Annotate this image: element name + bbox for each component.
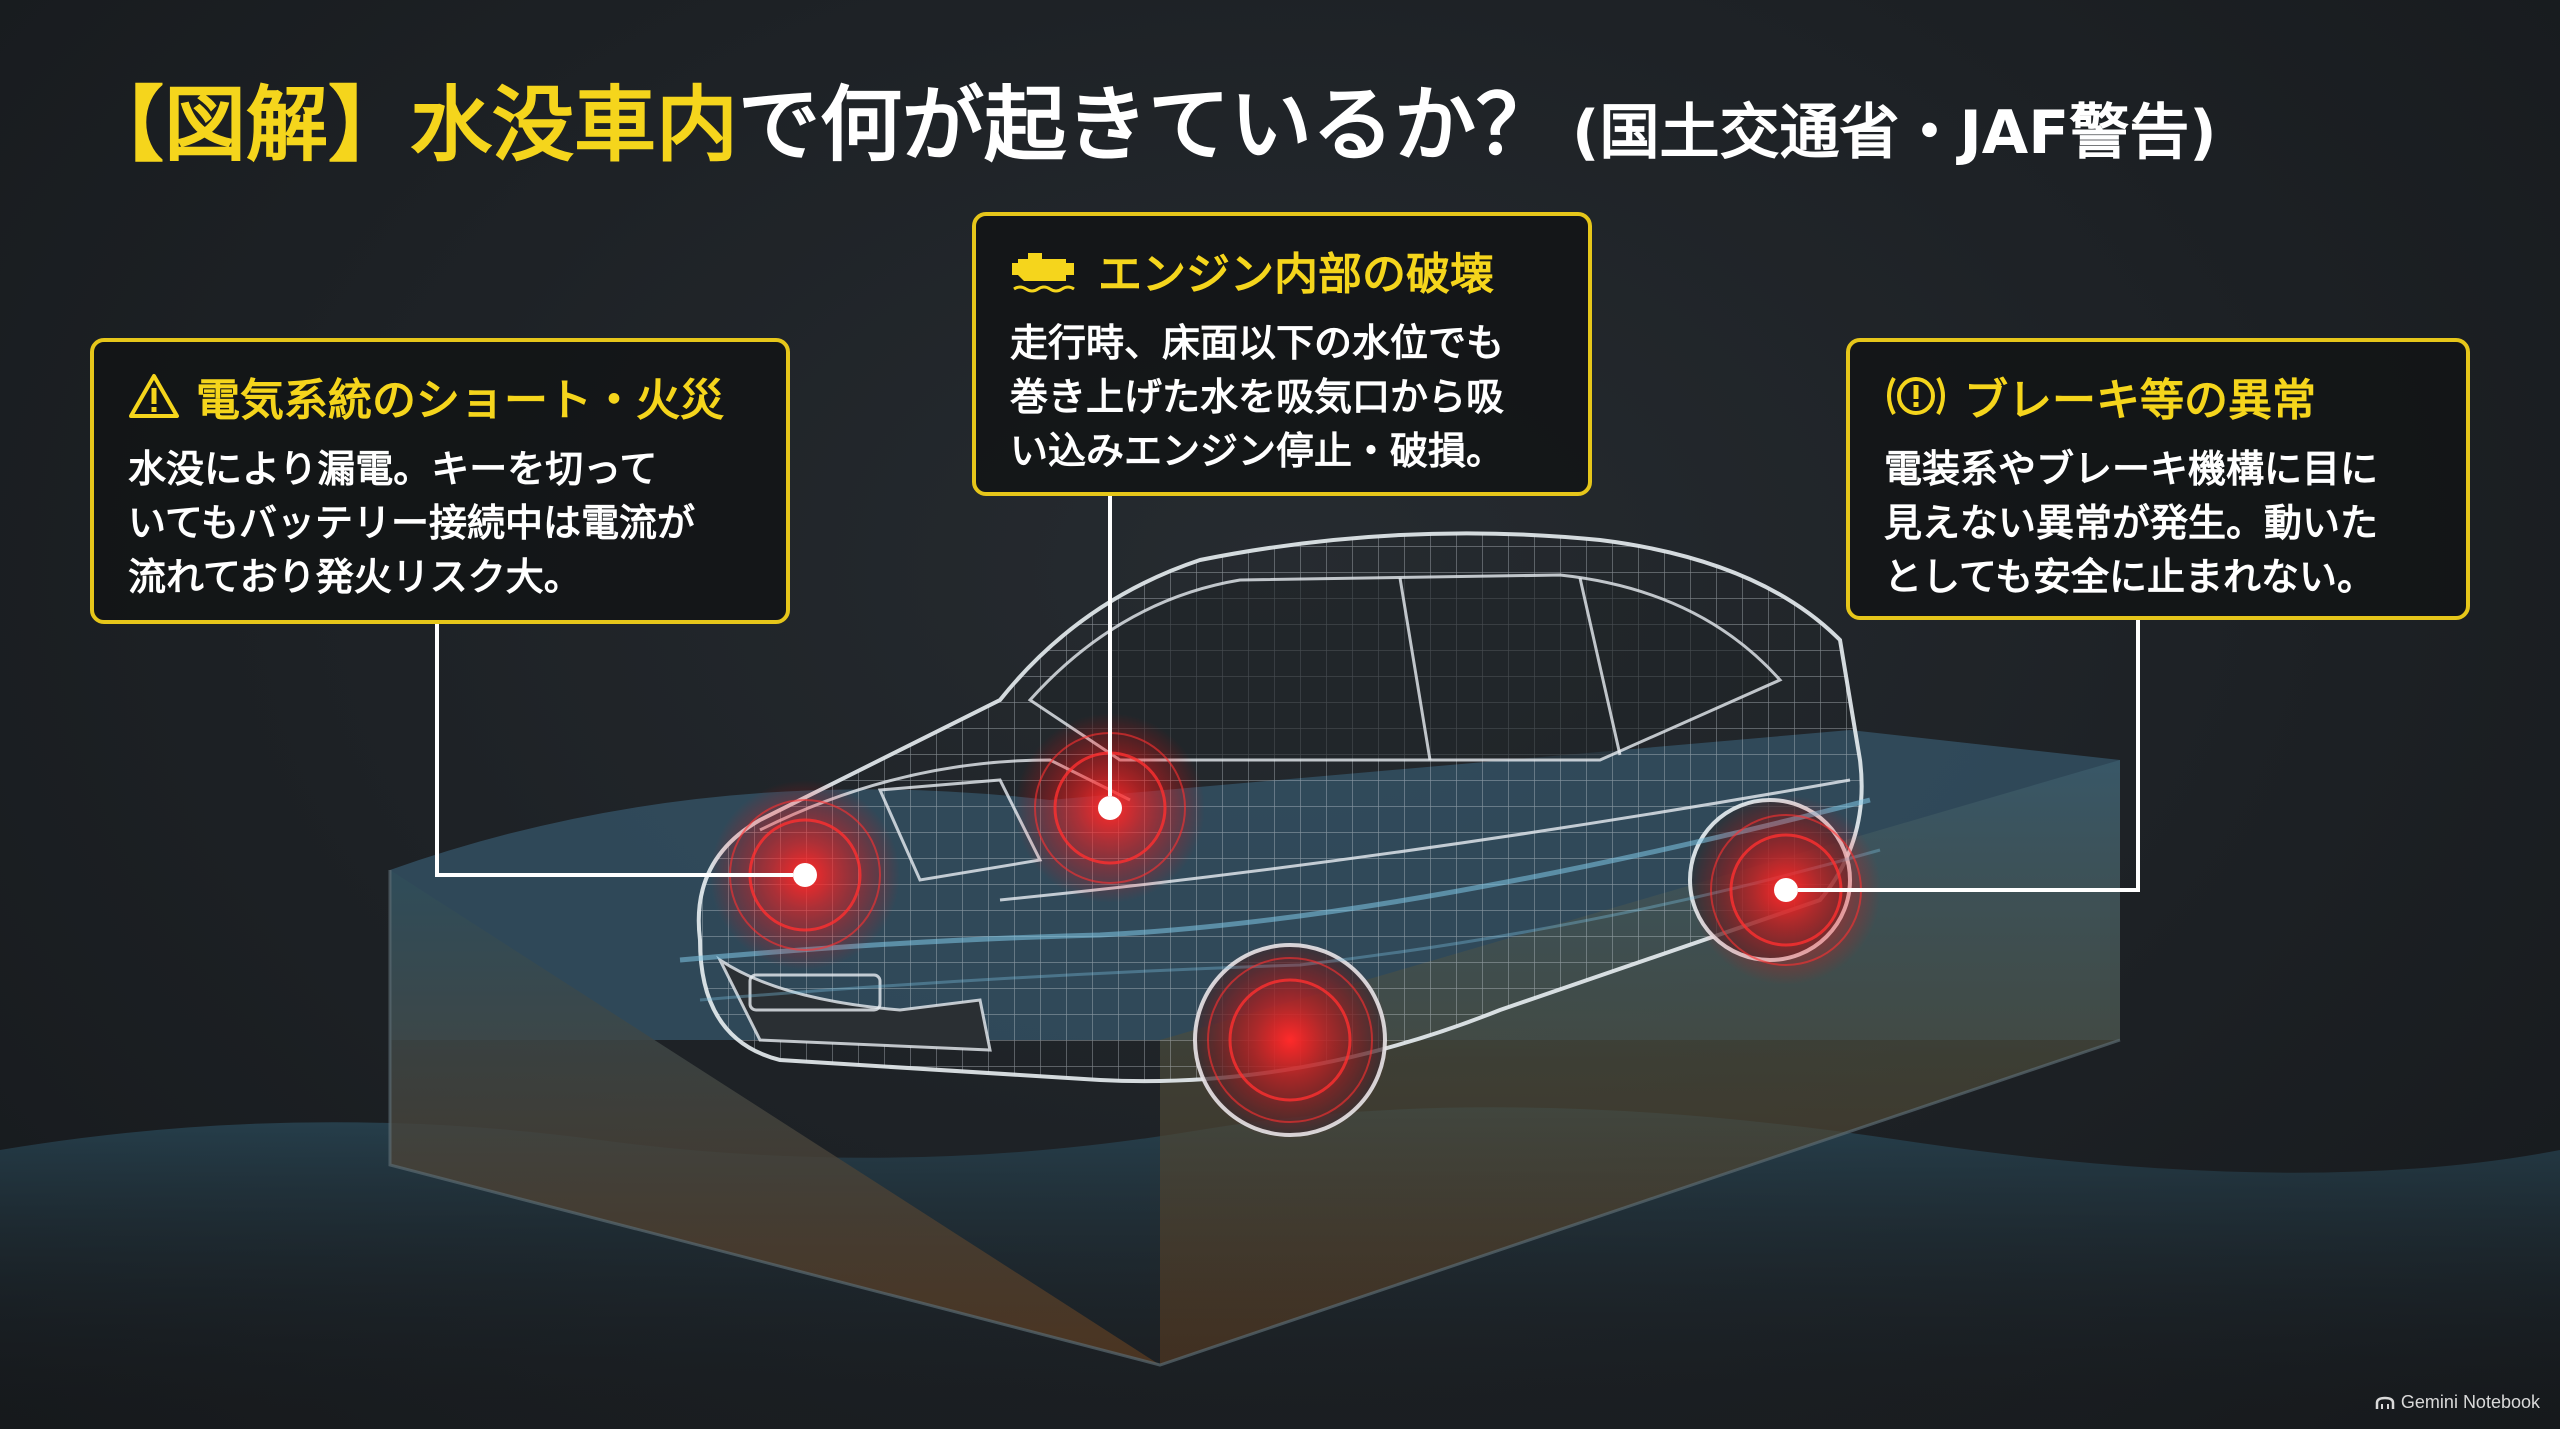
callout-brake-body: 電装系やブレーキ機構に目に 見えない異常が発生。動いた としても安全に止まれない… <box>1884 442 2432 604</box>
callout-electrical-heading: 電気系統のショート・火災 <box>196 375 724 426</box>
callout-engine-header: エンジン内部の破壊 <box>1010 238 1554 302</box>
callout-electrical-line: 流れており発火リスク大。 <box>128 555 582 599</box>
callout-electrical-line: いてもバッテリー接続中は電流が <box>128 501 695 545</box>
callout-electrical-header: 電気系統のショート・火災 <box>128 364 752 428</box>
callout-engine-line: 巻き上げた水を吸気口から吸 <box>1010 375 1505 419</box>
leader-line-left <box>435 624 793 877</box>
callout-electrical-line: 水没により漏電。キーを切って <box>128 447 658 491</box>
water-block-side <box>1160 760 2120 1365</box>
callout-electrical: 電気系統のショート・火災 水没により漏電。キーを切って いてもバッテリー接続中は… <box>90 338 790 624</box>
leader-line-right <box>1798 620 2140 892</box>
watermark-text: Gemini Notebook <box>2400 1392 2540 1412</box>
title-part-2: で何が起きているか？ <box>738 78 1559 173</box>
hotspot-front-wheel <box>1190 940 1390 1140</box>
callout-brake-heading: ブレーキ等の異常 <box>1964 375 2316 426</box>
callout-engine-line: 走行時、床面以下の水位でも <box>1010 321 1505 365</box>
engine-icon <box>1012 253 1075 293</box>
hotspot-engine <box>1015 713 1205 903</box>
notebook-logo-icon <box>2375 1396 2395 1409</box>
page-title: 【図解】水没車内 で何が起きているか？ (国土交通省・JAF警告) <box>82 58 2502 198</box>
callout-brake: ブレーキ等の異常 電装系やブレーキ機構に目に 見えない異常が発生。動いた として… <box>1846 338 2470 620</box>
water-block-front <box>390 870 1160 1365</box>
callout-brake-line: としても安全に止まれない。 <box>1884 555 2375 599</box>
brake-warning-icon <box>1887 377 1945 415</box>
callout-electrical-body: 水没により漏電。キーを切って いてもバッテリー接続中は電流が 流れており発火リス… <box>128 442 752 604</box>
warning-triangle-icon <box>129 374 179 418</box>
callout-engine-heading: エンジン内部の破壊 <box>1098 249 1494 300</box>
callout-brake-line: 電装系やブレーキ機構に目に <box>1884 447 2379 491</box>
title-part-3: (国土交通省・JAF警告) <box>1572 98 2217 168</box>
title-part-1: 【図解】水没車内 <box>82 78 739 173</box>
watermark: Gemini Notebook <box>2375 1392 2540 1413</box>
callout-brake-line: 見えない異常が発生。動いた <box>1884 501 2379 545</box>
callout-engine: エンジン内部の破壊 走行時、床面以下の水位でも 巻き上げた水を吸気口から吸 い込… <box>972 212 1592 496</box>
callout-engine-line: い込みエンジン停止・破損。 <box>1010 429 1505 473</box>
callout-brake-header: ブレーキ等の異常 <box>1884 364 2432 428</box>
callout-engine-body: 走行時、床面以下の水位でも 巻き上げた水を吸気口から吸 い込みエンジン停止・破損… <box>1010 316 1554 478</box>
